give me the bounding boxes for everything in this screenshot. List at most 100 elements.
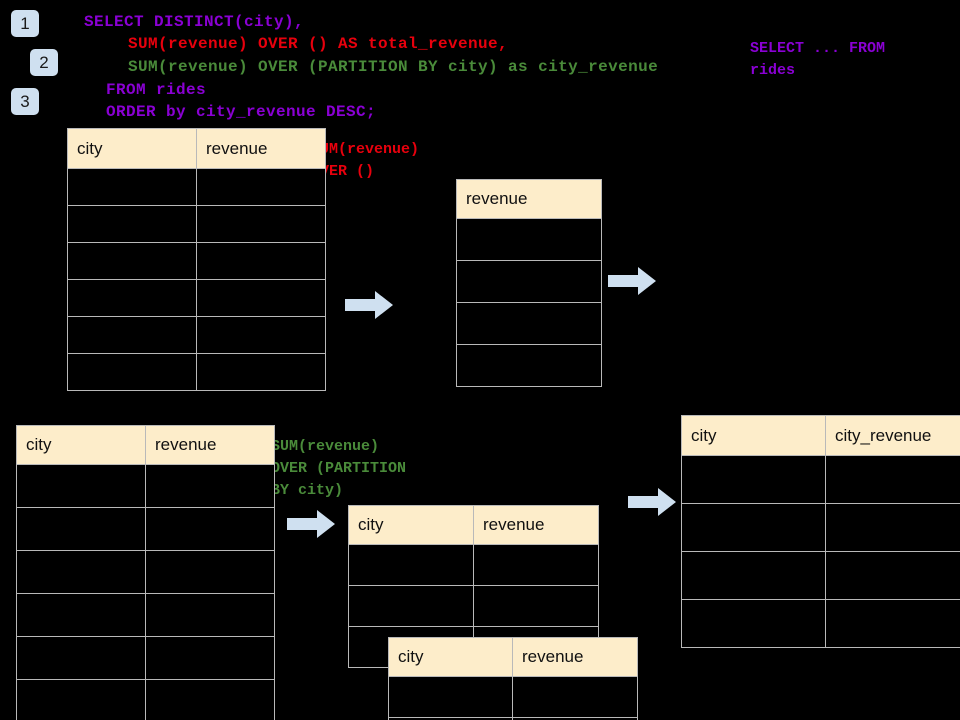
column-header-revenue: revenue bbox=[456, 179, 602, 219]
table-cell bbox=[473, 544, 599, 586]
table-row bbox=[456, 344, 602, 387]
table-cell bbox=[196, 242, 326, 280]
column-header-revenue: revenue bbox=[145, 425, 275, 465]
table-cell bbox=[16, 679, 146, 720]
table-row bbox=[16, 464, 275, 508]
table-cell bbox=[16, 550, 146, 594]
arrow-partition-to-result bbox=[628, 486, 676, 518]
table-cell bbox=[196, 316, 326, 354]
table-cell bbox=[456, 260, 602, 303]
table-cell bbox=[512, 676, 638, 718]
table-cell bbox=[348, 544, 474, 586]
column-header-revenue: revenue bbox=[196, 128, 326, 169]
table-row bbox=[67, 168, 326, 206]
table-cell bbox=[512, 717, 638, 720]
table-cell bbox=[456, 218, 602, 261]
sql-line-3: SUM(revenue) OVER (PARTITION BY city) as… bbox=[128, 58, 659, 76]
table-cell bbox=[196, 168, 326, 206]
column-header-city: city bbox=[348, 505, 474, 545]
column-header-city: city bbox=[388, 637, 513, 677]
table-cell bbox=[145, 636, 275, 680]
column-header-revenue: revenue bbox=[473, 505, 599, 545]
table-cell bbox=[825, 599, 960, 648]
step-badge-2: 2 bbox=[30, 49, 58, 76]
table-cell bbox=[67, 205, 197, 243]
table-row bbox=[16, 550, 275, 594]
table-row bbox=[67, 353, 326, 391]
table-cell bbox=[196, 205, 326, 243]
column-header-city: city bbox=[16, 425, 146, 465]
table-cell bbox=[825, 455, 960, 504]
table-row bbox=[16, 507, 275, 551]
table-cell bbox=[16, 507, 146, 551]
table-row bbox=[388, 717, 638, 720]
table-row bbox=[67, 316, 326, 354]
table-cell bbox=[145, 593, 275, 637]
table-cell bbox=[16, 464, 146, 508]
column-header-city_revenue: city_revenue bbox=[825, 415, 960, 456]
table-cell bbox=[16, 636, 146, 680]
arrow-right-icon bbox=[345, 291, 393, 319]
table-cell bbox=[825, 503, 960, 552]
table-cell bbox=[145, 507, 275, 551]
note-sum-over-empty: SUM(revenue) OVER () bbox=[311, 141, 420, 180]
table-cell bbox=[681, 503, 826, 552]
table-row bbox=[67, 279, 326, 317]
table-cell bbox=[67, 353, 197, 391]
table-cell bbox=[145, 464, 275, 508]
table-cell bbox=[16, 593, 146, 637]
sql-line-1: SELECT DISTINCT(city), bbox=[84, 13, 305, 31]
table-cell bbox=[196, 353, 326, 391]
table-cell bbox=[473, 585, 599, 627]
table-cell bbox=[681, 599, 826, 648]
table-cell bbox=[67, 242, 197, 280]
table-cell bbox=[456, 302, 602, 345]
table-row bbox=[348, 544, 599, 586]
table-cell bbox=[67, 316, 197, 354]
table-row bbox=[16, 593, 275, 637]
arrow-source-to-total bbox=[345, 289, 393, 321]
note-sum-over-partition: SUM(revenue) OVER (PARTITION BY city) bbox=[271, 438, 407, 499]
step-badge-1: 1 bbox=[11, 10, 39, 37]
column-header-city: city bbox=[681, 415, 826, 456]
table-row bbox=[16, 679, 275, 720]
table-cell bbox=[348, 585, 474, 627]
table-row bbox=[16, 636, 275, 680]
table-row bbox=[681, 455, 960, 504]
column-header-revenue: revenue bbox=[512, 637, 638, 677]
table-row bbox=[456, 302, 602, 345]
table-cell bbox=[681, 551, 826, 600]
table-cell bbox=[145, 550, 275, 594]
table-cell bbox=[145, 679, 275, 720]
table-row bbox=[67, 242, 326, 280]
table-row bbox=[456, 218, 602, 261]
arrow-right-icon bbox=[608, 267, 656, 295]
table-row bbox=[681, 503, 960, 552]
sql-line-4: FROM rides bbox=[106, 81, 207, 99]
sql-line-5: ORDER by city_revenue DESC; bbox=[106, 103, 377, 121]
table-row bbox=[681, 599, 960, 648]
arrow-right-icon bbox=[628, 488, 676, 516]
table-cell bbox=[456, 344, 602, 387]
step-badge-3: 3 bbox=[11, 88, 39, 115]
column-header-city: city bbox=[67, 128, 197, 169]
table-row bbox=[388, 676, 638, 718]
table-cell bbox=[67, 279, 197, 317]
arrow-total-to-result bbox=[608, 265, 656, 297]
table-row bbox=[67, 205, 326, 243]
table-cell bbox=[388, 676, 513, 718]
arrow-right-icon bbox=[287, 510, 335, 538]
table-cell bbox=[67, 168, 197, 206]
table-header-row: revenue bbox=[456, 179, 602, 219]
arrow-source-to-partition bbox=[287, 508, 335, 540]
